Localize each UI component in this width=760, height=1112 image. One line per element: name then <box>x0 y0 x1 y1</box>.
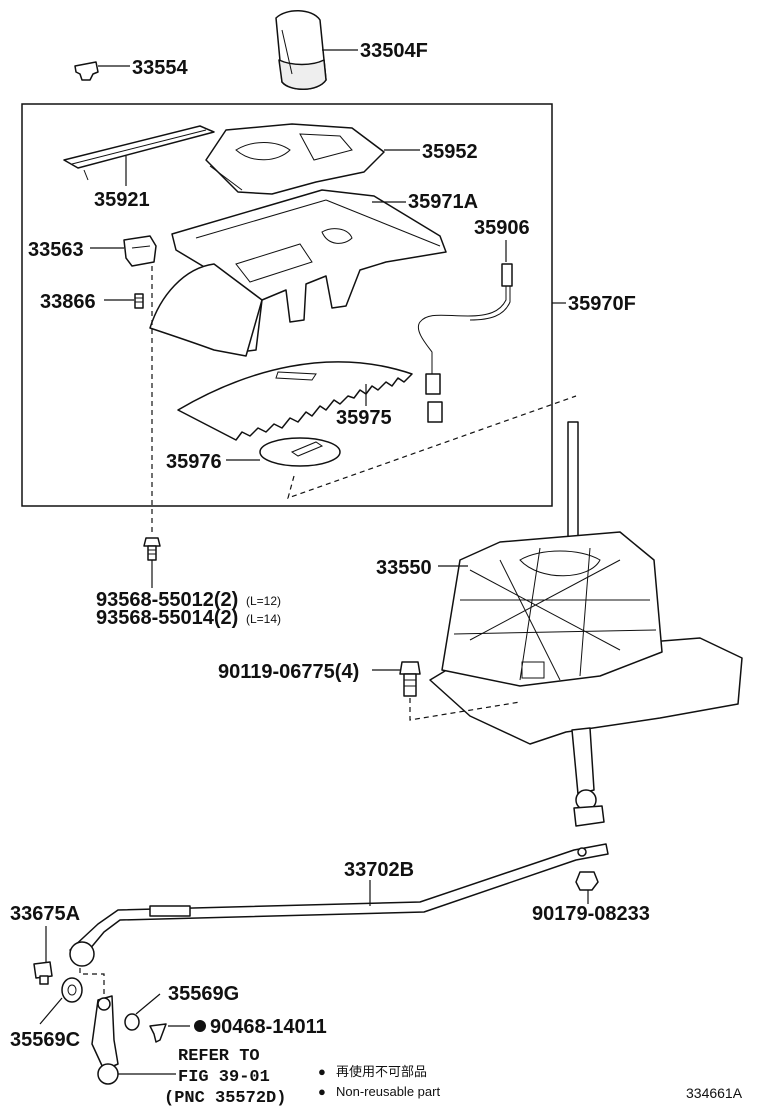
label-33563: 33563 <box>28 239 84 261</box>
pad-part-35976[interactable] <box>259 437 341 467</box>
refer-line-2: FIG 39-01 <box>178 1068 270 1087</box>
screw-part-93568[interactable] <box>143 537 161 561</box>
upper-cover-part[interactable] <box>205 123 385 195</box>
label-35569C: 35569C <box>10 1029 80 1051</box>
bolt-part-33675A[interactable] <box>33 961 53 985</box>
spring-part-33866[interactable] <box>134 293 144 309</box>
label-90468-14011: 90468-14011 <box>210 1016 327 1038</box>
trim-strip-part[interactable] <box>63 125 215 181</box>
shift-rod-part[interactable] <box>69 843 609 967</box>
figure-id: 334661A <box>686 1085 743 1101</box>
label-90179-08233: 90179-08233 <box>532 903 650 925</box>
label-93568-55014: 93568-55014(2) <box>96 607 238 629</box>
shift-knob-part[interactable] <box>275 10 327 90</box>
legend-bullet-en: ● <box>318 1084 326 1099</box>
nut-part-90179[interactable] <box>575 871 599 891</box>
label-33866: 33866 <box>40 291 96 313</box>
non-reusable-marker <box>194 1020 206 1032</box>
refer-line-1: REFER TO <box>178 1047 260 1066</box>
legend-jp: 再使用不可部品 <box>336 1064 427 1079</box>
label-35921: 35921 <box>94 189 150 211</box>
referenced-link-part[interactable] <box>91 995 119 1085</box>
shift-lever-assembly-part[interactable] <box>429 421 743 827</box>
bushing-part-35569C[interactable] <box>61 977 83 1003</box>
label-35906: 35906 <box>474 217 530 239</box>
label-35569G: 35569G <box>168 983 239 1005</box>
label-33675A: 33675A <box>10 903 80 925</box>
clip-part-33554[interactable] <box>74 61 99 81</box>
legend-bullet-jp: ● <box>318 1064 326 1079</box>
label-33702B: 33702B <box>344 859 414 881</box>
clip-part-35569G[interactable] <box>124 1013 140 1031</box>
label-35976: 35976 <box>166 451 222 473</box>
label-93568-55012: 93568-55012(2) <box>96 589 238 611</box>
label-93568-55012-length: (L=12) <box>246 594 281 608</box>
assembly-box <box>21 103 553 507</box>
sheet-part-35975[interactable] <box>177 361 413 441</box>
refer-line-3: (PNC 35572D) <box>164 1089 286 1108</box>
label-35952: 35952 <box>422 141 478 163</box>
curved-panel-part <box>149 263 263 357</box>
legend-en: Non-reusable part <box>336 1084 440 1099</box>
label-35970F: 35970F <box>568 293 636 315</box>
bolt-part-90119[interactable] <box>399 661 421 697</box>
label-93568-55014-length: (L=14) <box>246 612 281 626</box>
label-35975: 35975 <box>336 407 392 429</box>
label-33504F: 33504F <box>360 40 428 62</box>
bracket-part-33563[interactable] <box>123 235 157 267</box>
label-33550: 33550 <box>376 557 432 579</box>
clip-part-90468[interactable] <box>149 1023 167 1043</box>
label-33554: 33554 <box>132 57 188 79</box>
label-35971A: 35971A <box>408 191 478 213</box>
cable-part-35906[interactable] <box>418 263 513 423</box>
label-90119-06775: 90119-06775(4) <box>218 661 359 683</box>
